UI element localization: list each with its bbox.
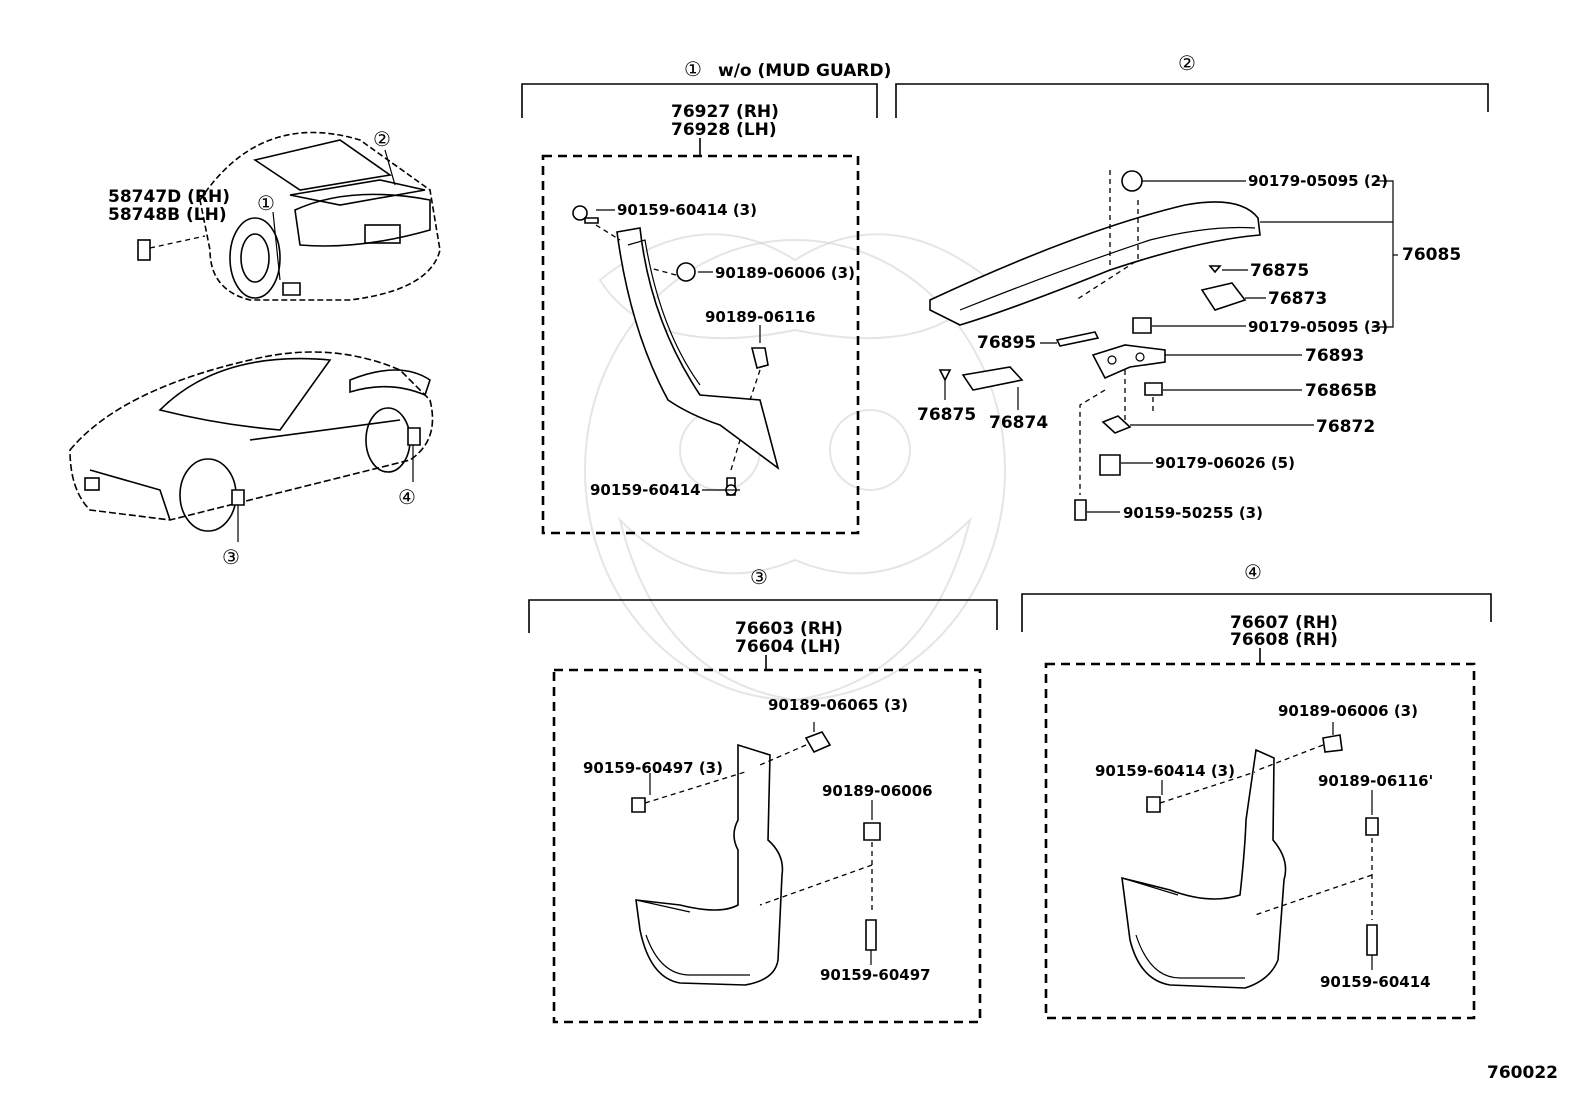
- section-4: ④ 76607 (RH) 76608 (RH) 90189-06006 (3) …: [1021, 560, 1492, 1020]
- overview-marker-3: ③: [222, 545, 240, 569]
- figure-number: 760022: [1487, 1063, 1558, 1083]
- section-1-marker: ①: [684, 57, 702, 81]
- overview-illustration: [69, 131, 441, 542]
- emblem-rh-label: 58747D (RH): [108, 187, 230, 207]
- part-90159-60414: 90159-60414: [590, 481, 701, 499]
- part-76872: 76872: [1316, 417, 1375, 437]
- part-90179-06026-5: 90179-06026 (5): [1155, 454, 1295, 472]
- part-76895: 76895: [977, 333, 1036, 353]
- part-76875-upper: 76875: [1250, 261, 1309, 281]
- group4-title-lh: 76608 (RH): [1230, 630, 1338, 650]
- part-90189-06116: 90189-06116: [705, 308, 816, 326]
- group1-title-lh: 76928 (LH): [671, 120, 777, 140]
- overview-marker-1: ①: [257, 191, 275, 215]
- part-90189-06065-3: 90189-06065 (3): [768, 696, 908, 714]
- part-76873: 76873: [1268, 289, 1327, 309]
- overview-marker-4: ④: [398, 485, 416, 509]
- group3-title-rh: 76603 (RH): [735, 619, 843, 639]
- part-90179-05095-2: 90179-05095 (2): [1248, 172, 1388, 190]
- part-90189-06116-g4: 90189-06116': [1318, 772, 1433, 790]
- emblem-lh-label: 58748B (LH): [108, 205, 227, 225]
- part-76085: 76085: [1402, 245, 1461, 265]
- group4-title-rh: 76607 (RH): [1230, 613, 1338, 633]
- section-1: ① w/o (MUD GUARD) 76927 (RH) 76928 (LH) …: [521, 57, 891, 535]
- part-76893: 76893: [1305, 346, 1364, 366]
- part-90159-50255-3: 90159-50255 (3): [1123, 504, 1263, 522]
- section-1-label: w/o (MUD GUARD): [718, 61, 891, 81]
- part-90159-60414-g4: 90159-60414: [1320, 973, 1431, 991]
- part-90159-60414-3-g4: 90159-60414 (3): [1095, 762, 1235, 780]
- part-76875-lower: 76875: [917, 405, 976, 425]
- section-2: ② 9017: [895, 51, 1489, 522]
- part-90189-06006-3-g4: 90189-06006 (3): [1278, 702, 1418, 720]
- section-3: ③ 76603 (RH) 76604 (LH) 90189-06065 (3) …: [528, 565, 998, 1024]
- part-76865B: 76865B: [1305, 381, 1377, 401]
- section-2-marker: ②: [1178, 51, 1196, 75]
- part-76874: 76874: [989, 413, 1048, 433]
- part-90159-60497: 90159-60497: [820, 966, 931, 984]
- part-90189-06006: 90189-06006: [822, 782, 933, 800]
- section-3-marker: ③: [750, 565, 768, 589]
- group1-title-rh: 76927 (RH): [671, 102, 779, 122]
- part-90159-60497-3: 90159-60497 (3): [583, 759, 723, 777]
- overview-marker-2: ②: [373, 127, 391, 151]
- part-90189-06006-3: 90189-06006 (3): [715, 264, 855, 282]
- group3-title-lh: 76604 (LH): [735, 637, 841, 657]
- part-90159-60414-3: 90159-60414 (3): [617, 201, 757, 219]
- section-4-marker: ④: [1244, 560, 1262, 584]
- part-90179-05095-3: 90179-05095 (3): [1248, 318, 1388, 336]
